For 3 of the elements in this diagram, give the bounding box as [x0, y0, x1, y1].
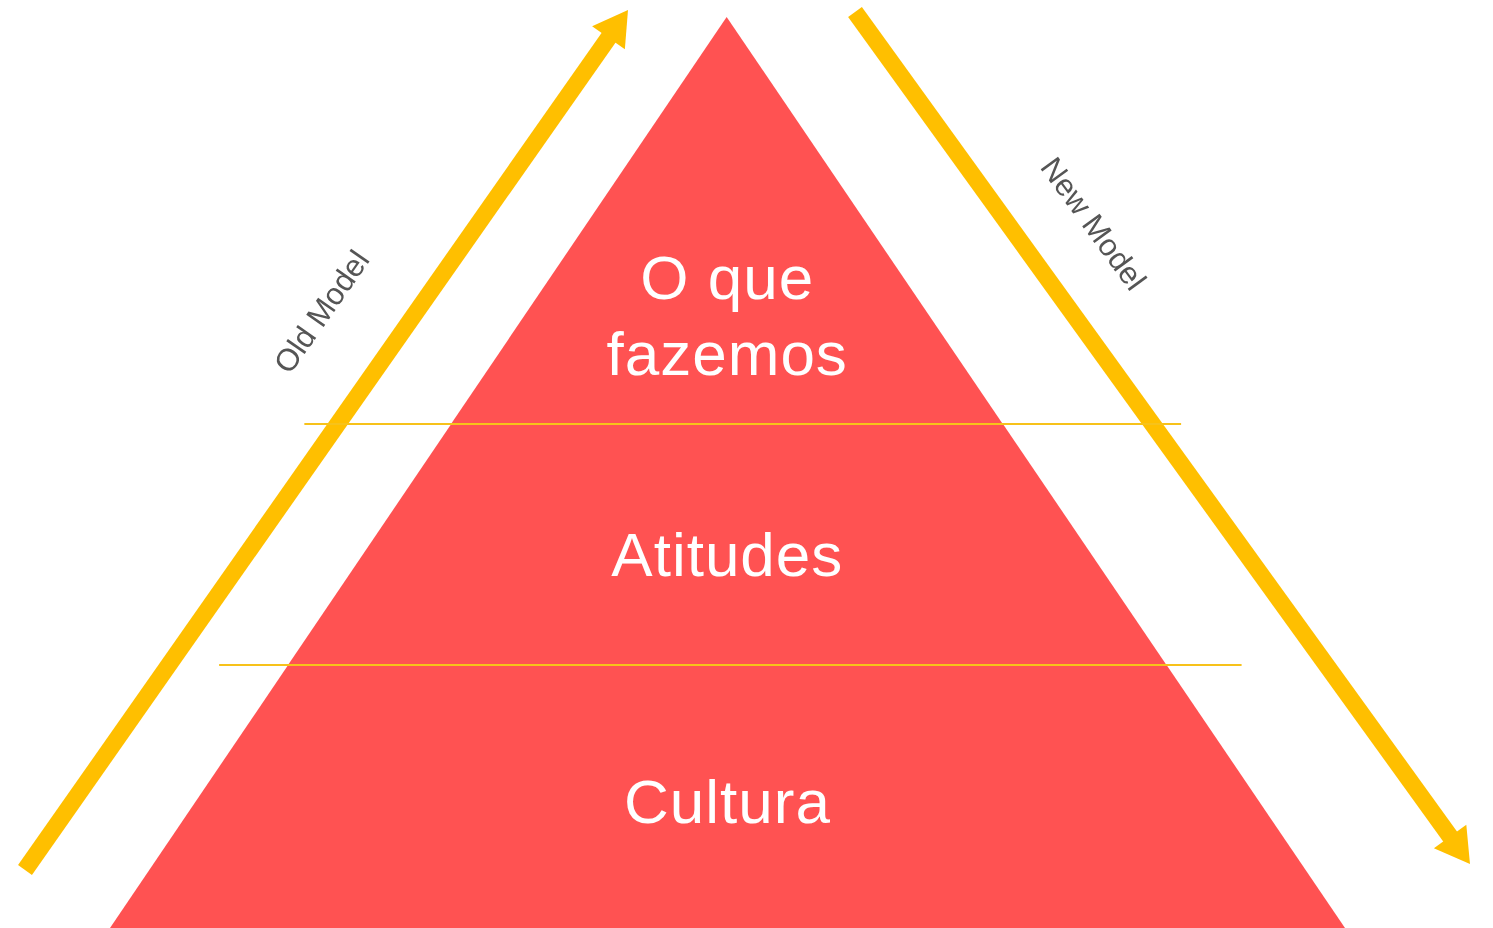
- layer-label: Cultura: [623, 765, 832, 838]
- layer-label: O que fazemos: [605, 241, 849, 390]
- layer-label: Atitudes: [610, 518, 845, 591]
